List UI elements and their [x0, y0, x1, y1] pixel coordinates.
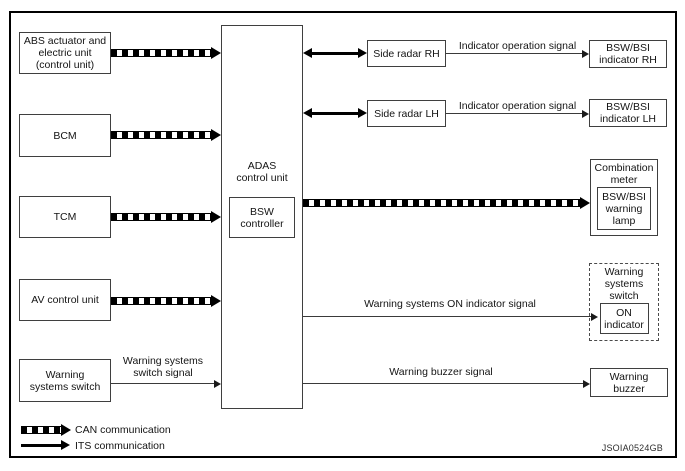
label-warning-systems-switch-signal: Warning systems switch signal — [122, 355, 204, 379]
node-bsw-bsi-indicator-lh: BSW/BSI indicator LH — [589, 99, 667, 127]
label-warning-buzzer-signal: Warning buzzer signal — [389, 366, 493, 378]
line-warning-systems-switch-signal — [111, 379, 221, 388]
its-arrow-adas-side-radar-lh — [303, 108, 367, 118]
node-side-radar-rh: Side radar RH — [367, 40, 446, 67]
line-indicator-operation-rh — [446, 49, 589, 58]
combination-meter-label: Combination meter — [594, 162, 654, 186]
node-bcm: BCM — [19, 114, 111, 157]
can-arrow-av-to-adas — [111, 294, 221, 307]
node-warning-buzzer: Warning buzzer — [590, 368, 668, 397]
node-combination-meter: Combination meter BSW/BSI warning lamp — [590, 159, 658, 236]
legend-its-label: ITS communication — [75, 440, 165, 452]
can-arrow-adas-to-combination-meter — [303, 196, 590, 209]
node-warning-systems-switch: Warning systems switch — [19, 359, 111, 402]
legend-its-arrow-icon — [21, 440, 70, 450]
line-warning-on-indicator-signal — [303, 312, 598, 321]
line-warning-buzzer-signal — [303, 379, 590, 388]
label-indicator-operation-signal-lh: Indicator operation signal — [458, 100, 577, 112]
node-bsw-bsi-warning-lamp: BSW/BSI warning lamp — [597, 187, 651, 230]
node-av-control-unit: AV control unit — [19, 279, 111, 321]
legend-can-arrow-icon — [21, 423, 71, 436]
its-arrow-adas-side-radar-rh — [303, 48, 367, 58]
label-indicator-operation-signal-rh: Indicator operation signal — [458, 40, 577, 52]
node-abs-actuator: ABS actuator and electric unit (control … — [19, 32, 111, 74]
can-arrow-bcm-to-adas — [111, 128, 221, 141]
node-on-indicator: ON indicator — [599, 303, 649, 334]
legend-can-label: CAN communication — [75, 424, 171, 436]
node-warning-systems-switch-panel: Warning systems switch ON indicator — [589, 263, 659, 341]
adas-control-unit-label: ADAS control unit — [236, 160, 288, 184]
node-bsw-bsi-indicator-rh: BSW/BSI indicator RH — [589, 40, 667, 68]
can-arrow-tcm-to-adas — [111, 210, 221, 223]
warning-systems-switch-panel-label: Warning systems switch — [604, 266, 644, 302]
node-bsw-controller: BSW controller — [229, 197, 295, 238]
node-tcm: TCM — [19, 196, 111, 238]
figure-code: JSOIA0524GB — [601, 443, 663, 453]
line-indicator-operation-lh — [446, 109, 589, 118]
node-adas-control-unit: ADAS control unit BSW controller — [221, 25, 303, 409]
node-side-radar-lh: Side radar LH — [367, 100, 446, 127]
label-warning-systems-on-indicator-signal: Warning systems ON indicator signal — [364, 298, 536, 310]
can-arrow-abs-to-adas — [111, 46, 221, 59]
